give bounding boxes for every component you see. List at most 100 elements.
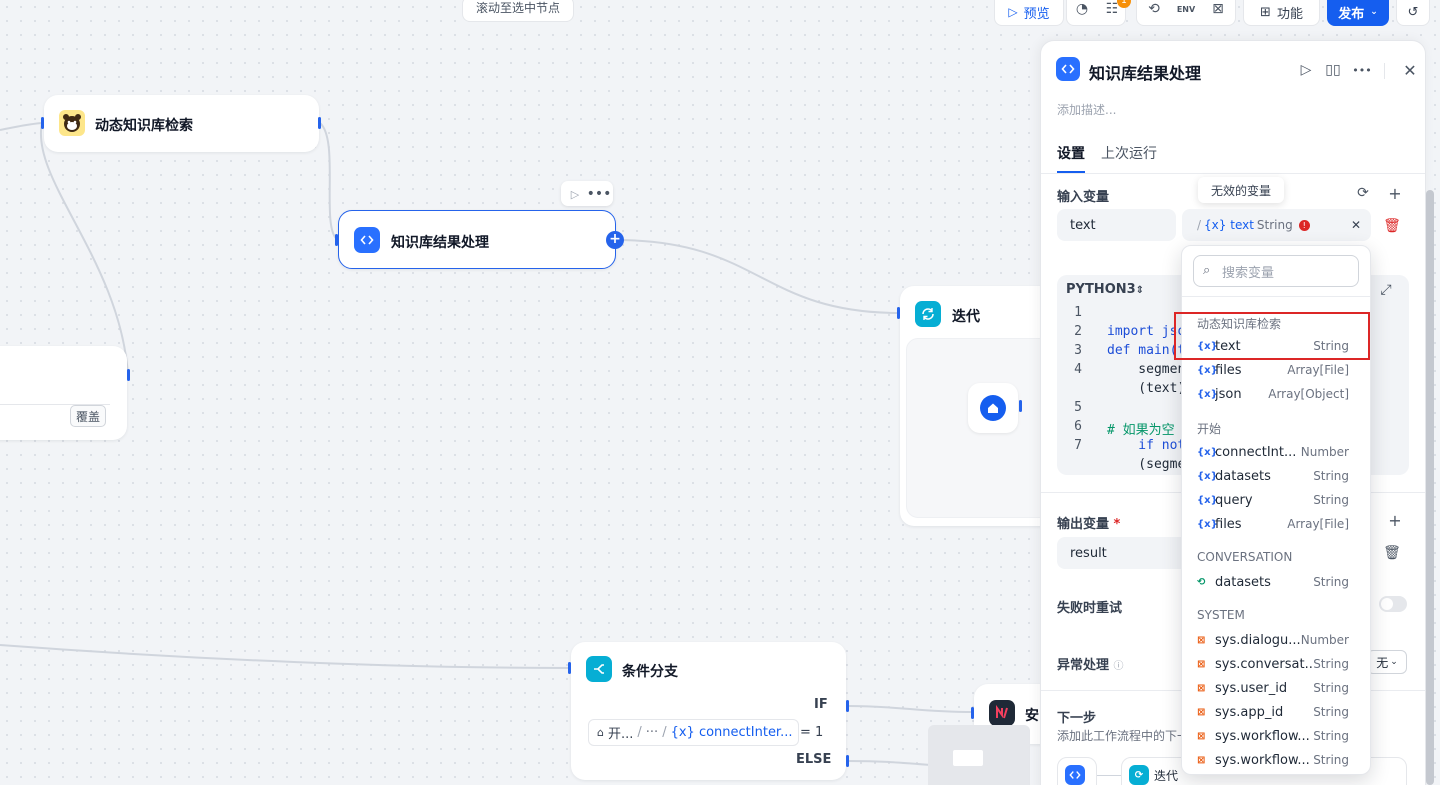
var-tool-group xyxy=(1136,0,1236,26)
app-logo-icon xyxy=(989,700,1015,726)
else-label: ELSE xyxy=(796,752,832,767)
list-check-icon[interactable]: ☷ xyxy=(1105,1,1119,17)
condition-source: 开... xyxy=(607,727,634,742)
variable-search-input[interactable]: 搜索变量 xyxy=(1193,255,1359,287)
env-icon[interactable]: ENV xyxy=(1176,4,1196,14)
output-var-name[interactable]: result xyxy=(1057,537,1197,569)
line-number: 4 xyxy=(1074,362,1082,377)
delete-output-icon[interactable]: 🗑 xyxy=(1383,545,1401,561)
var-item[interactable]: ⊠sys.workflow...String xyxy=(1197,725,1349,747)
scroll-to-selected-node-button[interactable]: 滚动至选中节点 xyxy=(462,0,574,22)
expand-icon[interactable]: ⤢ xyxy=(1380,282,1392,298)
add-output-icon[interactable]: + xyxy=(1388,510,1402,530)
var-item[interactable]: ⊠sys.conversat...String xyxy=(1197,653,1349,675)
iteration-start-handle[interactable] xyxy=(1019,400,1022,412)
line-number: 7 xyxy=(1074,438,1082,453)
more-options-icon[interactable]: ••• xyxy=(1352,63,1372,77)
add-input-icon[interactable]: + xyxy=(1388,183,1402,203)
preview-button[interactable]: ▷ 预览 xyxy=(994,0,1064,26)
code-line: if not xyxy=(1107,438,1186,453)
delete-input-icon[interactable]: 🗑 xyxy=(1383,218,1401,234)
line-number: 2 xyxy=(1074,324,1082,339)
partial-node-line xyxy=(0,404,110,405)
system-var-icon: ⊠ xyxy=(1197,754,1206,766)
next-node-label: 迭代 xyxy=(1154,769,1179,783)
run-icon[interactable]: ▷ xyxy=(1300,62,1312,78)
conversation-var-icon[interactable]: ⟲ xyxy=(1148,1,1160,17)
if-output-handle[interactable] xyxy=(846,700,849,712)
checklist-icon[interactable]: ◔ xyxy=(1075,1,1089,17)
node-kb-search[interactable] xyxy=(44,95,319,152)
node-kb-process-input-handle[interactable] xyxy=(335,234,338,246)
features-grid-icon: ⊞ xyxy=(1260,4,1271,20)
history-button[interactable]: ↺ xyxy=(1396,0,1430,26)
variable-icon: {x} xyxy=(1197,388,1218,400)
variable-icon: {x} xyxy=(1197,364,1218,376)
var-item[interactable]: {x}connectInt...Number xyxy=(1197,441,1349,463)
clear-reference-icon[interactable]: ✕ xyxy=(1350,218,1362,232)
group-conversation: CONVERSATION xyxy=(1197,550,1293,564)
var-name: sys.user_id xyxy=(1215,680,1288,696)
overwrite-button[interactable]: 覆盖 xyxy=(70,405,106,427)
var-type: String xyxy=(1313,469,1349,483)
condition-ellipsis: ··· xyxy=(645,725,659,740)
node-kb-search-input-handle[interactable] xyxy=(41,117,44,129)
active-tab-indicator xyxy=(1057,171,1085,173)
input-var-reference[interactable]: / {x} text String ! xyxy=(1182,209,1371,241)
panel-title[interactable]: 知识库结果处理 xyxy=(1089,64,1202,83)
description-input[interactable]: 添加描述... xyxy=(1057,103,1117,117)
chevron-down-icon: ⌄ xyxy=(1370,7,1378,17)
close-icon[interactable]: ✕ xyxy=(1403,60,1417,80)
node-kb-process[interactable] xyxy=(338,210,616,269)
refresh-icon[interactable]: ⟳ xyxy=(1357,185,1369,201)
error-handling-select[interactable]: 无⌄ xyxy=(1367,650,1407,674)
line-number: 1 xyxy=(1074,305,1082,320)
add-next-node-icon[interactable]: + xyxy=(606,231,624,249)
var-type: String xyxy=(1313,339,1349,353)
run-node-icon[interactable]: ▷ xyxy=(570,187,580,201)
input-var-name[interactable]: text xyxy=(1057,209,1176,241)
var-item[interactable]: ⊠sys.dialogu...Number xyxy=(1197,629,1349,651)
node-iteration-input-handle[interactable] xyxy=(897,307,900,319)
more-icon[interactable]: ••• xyxy=(586,186,612,202)
var-type: String xyxy=(1313,705,1349,719)
minimap[interactable] xyxy=(928,725,1030,785)
node-condition-input-handle[interactable] xyxy=(568,662,571,674)
panel-scrollbar[interactable] xyxy=(1426,190,1434,785)
features-label: 功能 xyxy=(1276,6,1303,22)
var-name: files xyxy=(1215,362,1242,378)
retry-toggle[interactable] xyxy=(1379,596,1407,612)
partial-node-left[interactable] xyxy=(0,346,127,440)
tab-last-run[interactable]: 上次运行 xyxy=(1101,146,1157,162)
node-condition[interactable] xyxy=(571,642,846,780)
search-icon: ⌕ xyxy=(1203,263,1211,278)
var-item[interactable]: ⊠sys.workflow...String xyxy=(1197,749,1349,771)
else-output-handle[interactable] xyxy=(846,755,849,767)
node-partial-an-input-handle[interactable] xyxy=(971,707,974,719)
features-button[interactable]: ⊞ 功能 xyxy=(1243,0,1320,26)
line-number: 5 xyxy=(1074,400,1082,415)
ref-prefix: / xyxy=(1197,218,1202,232)
global-var-icon[interactable]: ⊠ xyxy=(1212,1,1224,17)
tab-settings[interactable]: 设置 xyxy=(1057,146,1085,162)
condition-row[interactable]: ⌂ 开... / ··· / {x} connectInter... xyxy=(588,719,799,746)
error-handling-text: 异常处理 xyxy=(1057,658,1110,673)
minimap-viewport xyxy=(953,750,983,766)
panel-code-icon xyxy=(1056,57,1080,81)
node-kb-search-output-handle[interactable] xyxy=(318,117,321,129)
system-var-icon: ⊠ xyxy=(1197,706,1206,718)
partial-node-output-handle[interactable] xyxy=(127,369,130,381)
publish-button[interactable]: 发布 ⌄ xyxy=(1327,0,1389,26)
split-view-icon[interactable]: ▯▯ xyxy=(1325,62,1341,78)
code-language-select[interactable]: PYTHON3⇕ xyxy=(1066,282,1144,297)
